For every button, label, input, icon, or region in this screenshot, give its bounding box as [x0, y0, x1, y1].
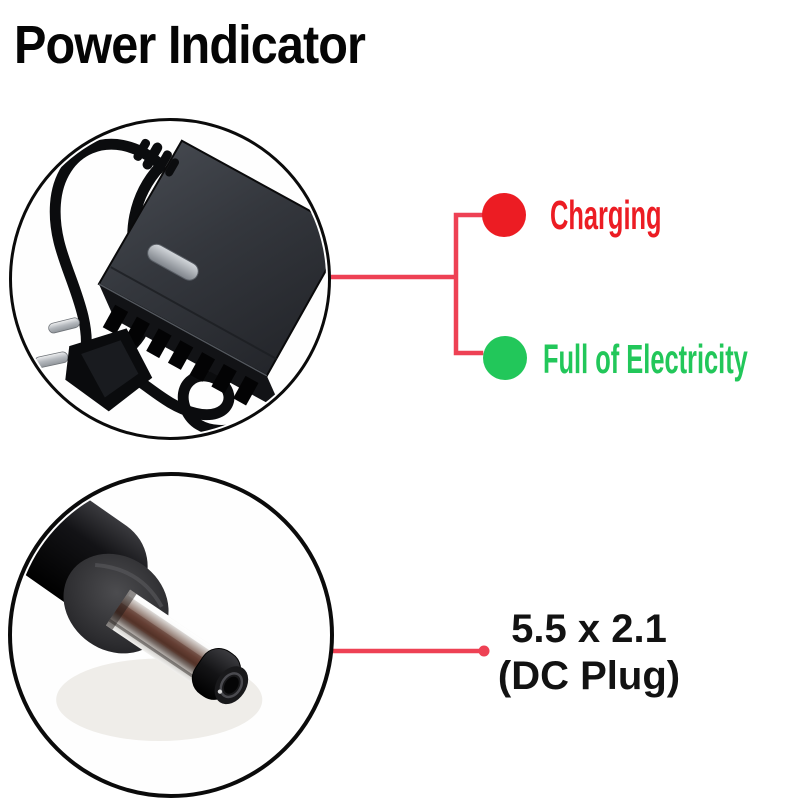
indicator-window [147, 243, 199, 281]
dc-plug-size-text: 5.5 x 2.1 (DC Plug) [439, 606, 739, 700]
cable-strain-relief [133, 138, 180, 177]
charging-led-dot [482, 193, 526, 237]
adapter-body [97, 138, 327, 412]
metal-barrel [105, 589, 249, 705]
plug-type-line: (DC Plug) [497, 654, 681, 698]
eu-plug [34, 317, 153, 412]
eu-power-adapter-icon [13, 122, 327, 436]
vent-slots [102, 304, 259, 406]
full-led-dot [483, 336, 527, 380]
full-label: Full of Electricity [543, 336, 748, 382]
dc-plug-photo [8, 472, 334, 798]
plug-tip-hole [223, 676, 239, 694]
charging-label: Charging [550, 192, 662, 238]
plug-pin [48, 317, 80, 334]
page-title: Power Indicator [14, 15, 366, 75]
adapter-photo [9, 118, 331, 440]
indicator-bracket-line [327, 212, 485, 654]
dc-barrel-plug-icon [13, 477, 329, 793]
plug-size-line: 5.5 x 2.1 [511, 607, 667, 651]
